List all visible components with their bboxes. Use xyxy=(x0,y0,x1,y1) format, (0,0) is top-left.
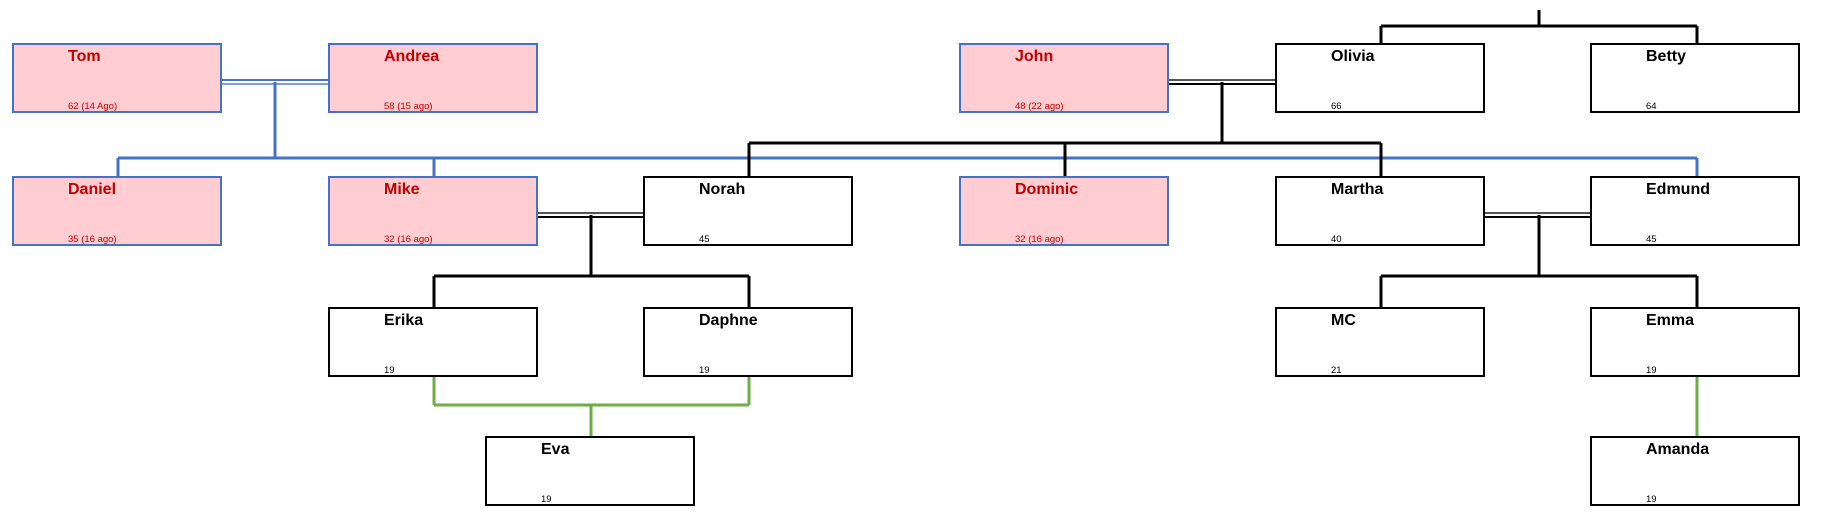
person-name: Amanda xyxy=(1646,441,1710,458)
person-age: 21 xyxy=(1331,365,1342,376)
person-name: Olivia xyxy=(1331,48,1375,65)
person-box-john[interactable]: John 48 (22 ago) xyxy=(959,43,1169,113)
person-age: 19 xyxy=(699,365,710,376)
person-box-edmund[interactable]: Edmund 45 xyxy=(1590,176,1800,246)
person-box-emma[interactable]: Emma 19 xyxy=(1590,307,1800,377)
person-age: 45 xyxy=(699,234,710,245)
person-age: 32 (16 ago) xyxy=(384,234,433,245)
person-box-dominic[interactable]: Dominic 32 (16 ago) xyxy=(959,176,1169,246)
person-box-tom[interactable]: Tom 62 (14 Ago) xyxy=(12,43,222,113)
person-name: Edmund xyxy=(1646,181,1710,198)
person-age: 62 (14 Ago) xyxy=(68,101,118,112)
person-name: Daphne xyxy=(699,312,758,329)
person-age: 40 xyxy=(1331,234,1342,245)
person-name: Daniel xyxy=(68,181,117,198)
person-name: Norah xyxy=(699,181,746,198)
person-name: Martha xyxy=(1331,181,1384,198)
person-age: 19 xyxy=(1646,365,1657,376)
person-age: 45 xyxy=(1646,234,1657,245)
person-box-daphne[interactable]: Daphne 19 xyxy=(643,307,853,377)
person-box-betty[interactable]: Betty 64 xyxy=(1590,43,1800,113)
person-box-daniel[interactable]: Daniel 35 (16 ago) xyxy=(12,176,222,246)
person-age: 64 xyxy=(1646,101,1657,112)
person-age: 19 xyxy=(1646,494,1657,505)
person-name: Eva xyxy=(541,441,570,458)
person-age: 32 (16 ago) xyxy=(1015,234,1064,245)
person-name: Mike xyxy=(384,181,420,198)
person-box-mike[interactable]: Mike 32 (16 ago) xyxy=(328,176,538,246)
person-box-norah[interactable]: Norah 45 xyxy=(643,176,853,246)
person-box-andrea[interactable]: Andrea 58 (15 ago) xyxy=(328,43,538,113)
person-box-martha[interactable]: Martha 40 xyxy=(1275,176,1485,246)
person-age: 58 (15 ago) xyxy=(384,101,433,112)
person-box-olivia[interactable]: Olivia 66 xyxy=(1275,43,1485,113)
person-box-mc[interactable]: MC 21 xyxy=(1275,307,1485,377)
person-box-amanda[interactable]: Amanda 19 xyxy=(1590,436,1800,506)
person-name: Andrea xyxy=(384,48,440,65)
person-box-erika[interactable]: Erika 19 xyxy=(328,307,538,377)
person-box-eva[interactable]: Eva 19 xyxy=(485,436,695,506)
person-age: 66 xyxy=(1331,101,1342,112)
person-age: 48 (22 ago) xyxy=(1015,101,1064,112)
person-age: 19 xyxy=(541,494,552,505)
person-name: Emma xyxy=(1646,312,1695,329)
person-name: John xyxy=(1015,48,1054,65)
person-name: Betty xyxy=(1646,48,1687,65)
person-age: 35 (16 ago) xyxy=(68,234,117,245)
person-name: Tom xyxy=(68,48,101,65)
person-name: Dominic xyxy=(1015,181,1079,198)
person-age: 19 xyxy=(384,365,395,376)
person-name: Erika xyxy=(384,312,424,329)
person-name: MC xyxy=(1331,312,1356,329)
